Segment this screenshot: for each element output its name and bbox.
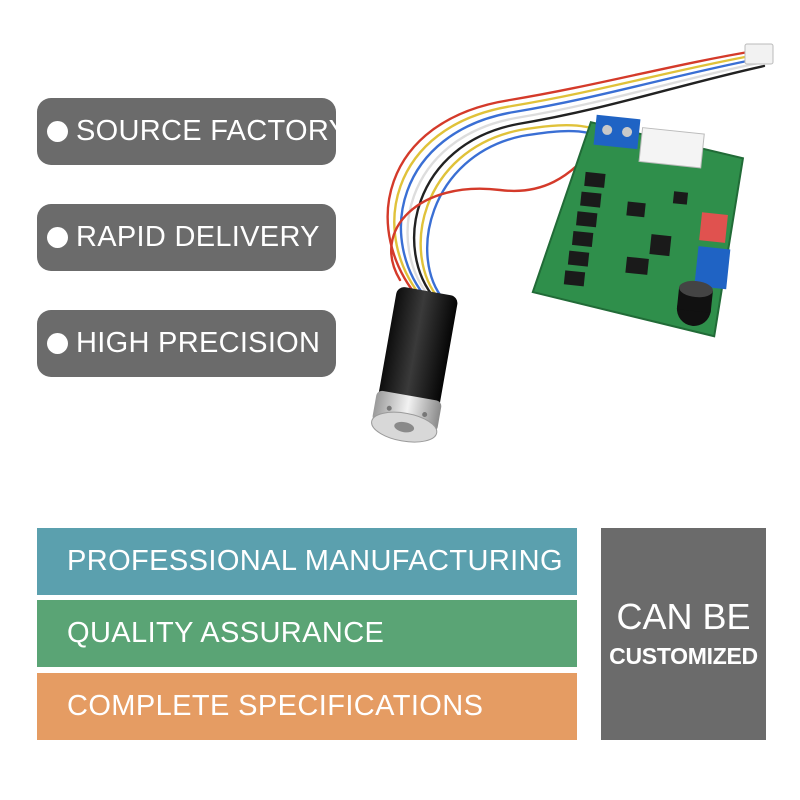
feature-label: RAPID DELIVERY [76,221,320,253]
bullet-dot-icon [47,333,68,354]
feature-label: SOURCE FACTORY [76,115,349,147]
feature-pill-rapid-delivery: RAPID DELIVERY [37,204,336,271]
band-complete-specifications: COMPLETE SPECIFICATIONS [37,673,577,740]
band-quality-assurance: QUALITY ASSURANCE [37,600,577,667]
customized-line-2: CUSTOMIZED [609,643,758,669]
bullet-dot-icon [47,227,68,248]
feature-pill-source-factory: SOURCE FACTORY [37,98,348,165]
feature-pill-high-precision: HIGH PRECISION [37,310,336,377]
band-label: PROFESSIONAL MANUFACTURING [67,545,563,577]
feature-label: HIGH PRECISION [76,327,321,359]
customized-badge: CAN BE CUSTOMIZED [601,528,766,740]
customized-line-1: CAN BE [616,596,751,637]
bullet-dot-icon [47,121,68,142]
band-label: COMPLETE SPECIFICATIONS [67,690,484,722]
motor-driver-product-image [371,43,774,443]
band-label: QUALITY ASSURANCE [67,617,385,649]
band-professional-manufacturing: PROFESSIONAL MANUFACTURING [37,528,577,595]
